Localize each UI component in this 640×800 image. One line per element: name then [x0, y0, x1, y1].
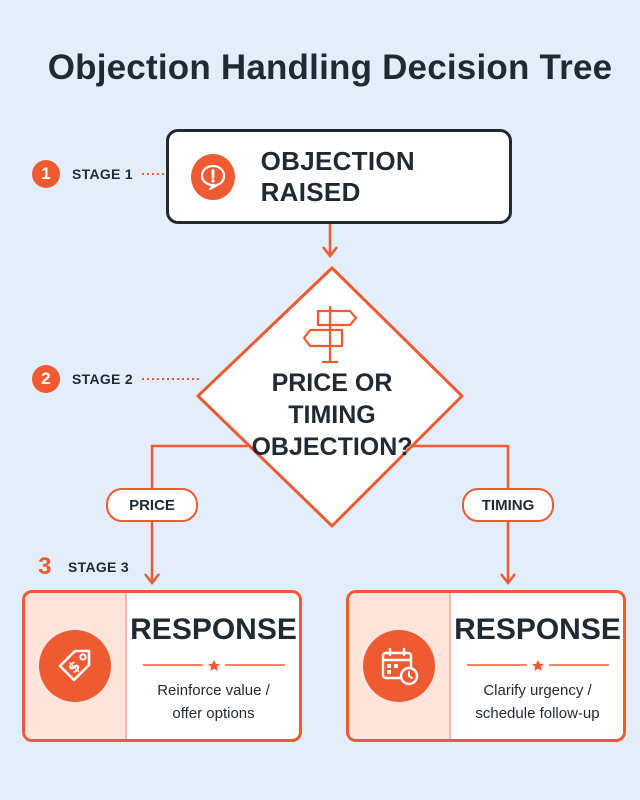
- branch-label-price: PRICE: [106, 488, 198, 522]
- response-card-timing-icon-panel: [349, 593, 451, 739]
- stage-2-number: 2: [32, 365, 60, 393]
- response-card-timing-body: Clarify urgency / schedule follow-up: [449, 679, 623, 725]
- stage-2-label: 2 STAGE 2: [32, 365, 133, 393]
- stage-3-text: STAGE 3: [68, 559, 129, 575]
- response-card-price-line-2: offer options: [172, 705, 255, 722]
- stage-3-label: 3 STAGE 3: [34, 553, 129, 581]
- branch-label-timing: TIMING: [462, 488, 554, 522]
- response-card-timing: RESPONSE Clarify urgency / schedule foll…: [346, 590, 626, 742]
- decision-diamond: [196, 266, 464, 528]
- page-title: Objection Handling Decision Tree: [47, 48, 613, 87]
- signpost-icon: [302, 306, 358, 364]
- response-card-price-body: Reinforce value / offer options: [125, 679, 299, 725]
- stage-2-text: STAGE 2: [72, 371, 133, 387]
- arrowhead-decision: [322, 246, 338, 259]
- decision-line-2: TIMING: [288, 401, 376, 429]
- response-card-price-heading: RESPONSE: [130, 613, 297, 646]
- stage-3-number: 3: [38, 553, 52, 580]
- start-node: OBJECTION RAISED: [166, 129, 512, 224]
- star-icon: [208, 660, 220, 671]
- stage-1-text: STAGE 1: [72, 166, 133, 182]
- response-card-timing-heading: RESPONSE: [454, 613, 621, 646]
- response-card-price-line-1: Reinforce value /: [157, 682, 270, 699]
- stage-1-label: 1 STAGE 1: [32, 160, 133, 188]
- decision-line-3: OBJECTION?: [251, 433, 413, 461]
- response-card-price-icon-panel: $: [25, 593, 127, 739]
- connector-timing-branch: [412, 444, 510, 582]
- connector-price-branch: [150, 444, 248, 582]
- price-tag-icon: $: [39, 630, 111, 702]
- response-card-price: $ RESPONSE Reinforce value / offer optio…: [22, 590, 302, 742]
- arrowhead-timing: [500, 573, 516, 586]
- decision-node-text: PRICE OR TIMING OBJECTION?: [232, 367, 432, 463]
- response-card-timing-line-2: schedule follow-up: [475, 705, 600, 722]
- decision-line-1: PRICE OR: [271, 369, 393, 397]
- star-icon: [532, 660, 544, 671]
- response-card-timing-line-1: Clarify urgency /: [483, 682, 592, 699]
- stage-1-number: 1: [32, 160, 60, 188]
- calendar-clock-icon: [363, 630, 435, 702]
- response-card-timing-divider: [467, 660, 609, 671]
- start-node-text: OBJECTION RAISED: [260, 145, 415, 207]
- arrowhead-price: [144, 573, 160, 586]
- response-card-price-divider: [143, 660, 285, 671]
- alert-speech-bubble-icon: [191, 153, 235, 200]
